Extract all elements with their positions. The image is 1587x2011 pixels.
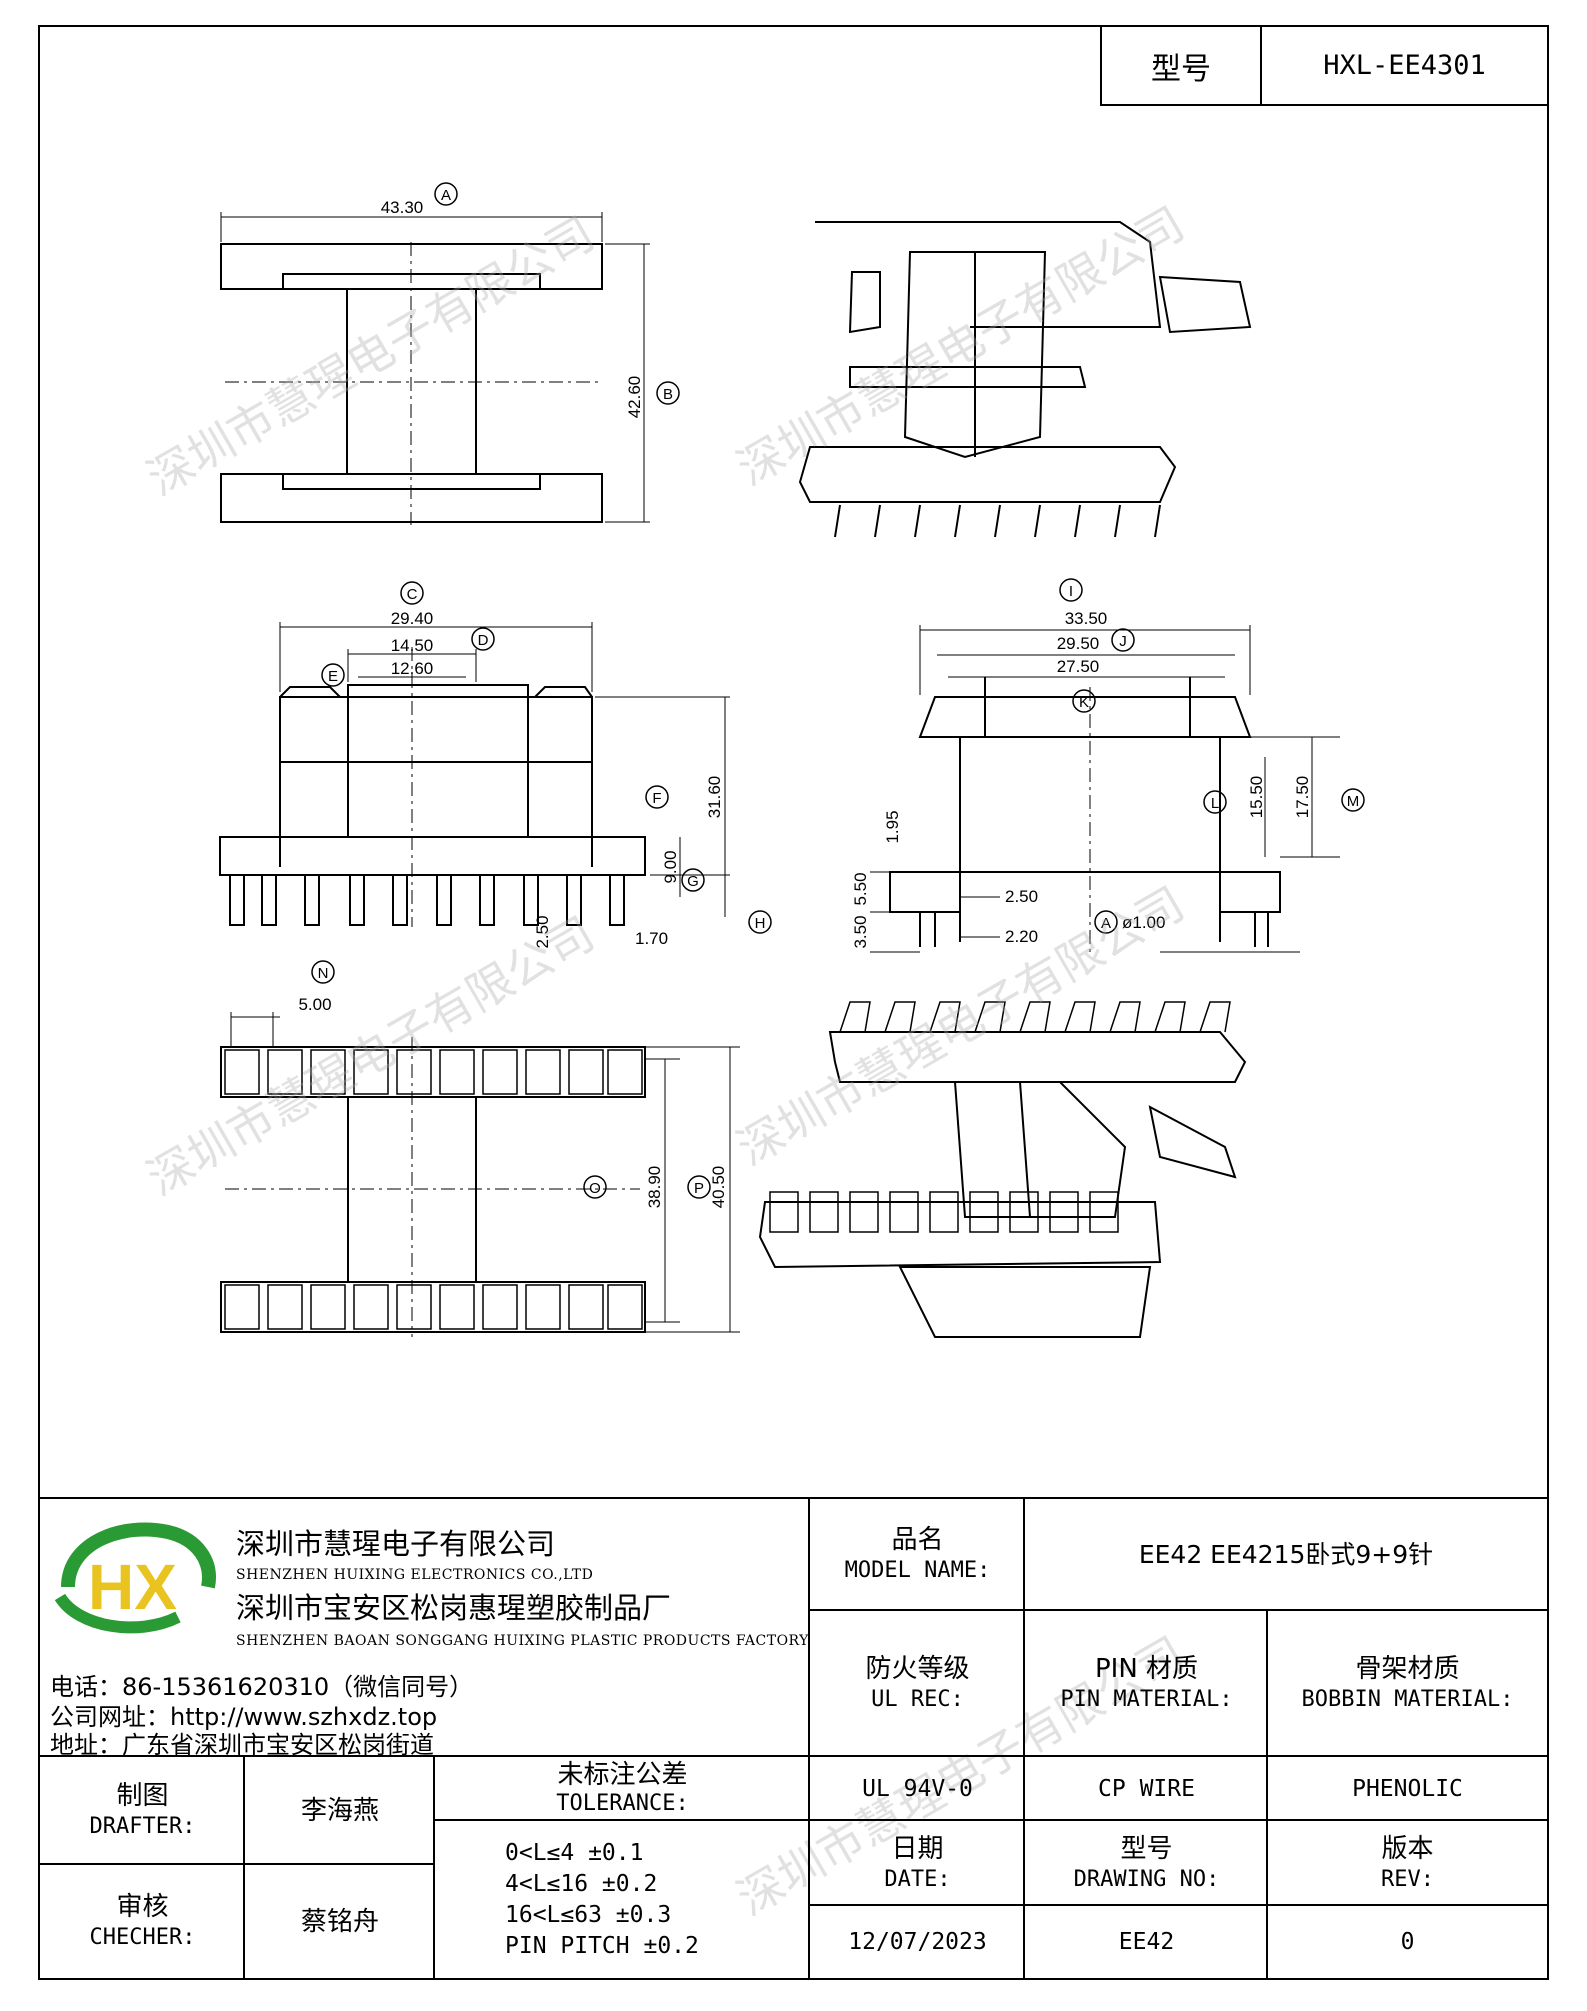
dim-A: 43.30 [381,198,424,217]
ul-rec-label: 防火等级 UL REC: [808,1609,1025,1757]
checker-label: 审核 CHECHER: [40,1863,245,1978]
drafter-name: 李海燕 [243,1755,435,1865]
iso-top-pins [834,504,1161,538]
dim-G: 9.00 [661,850,680,883]
title-block: HX 深圳市慧瑆电子有限公司 SHENZHEN HUIXING ELECTRON… [40,1497,1547,1978]
marker-F: F [652,790,661,807]
dim-d3: 3.50 [851,915,870,948]
bobbin-material-value: PHENOLIC [1266,1755,1547,1821]
dim-J: 29.50 [1057,634,1100,653]
drawing-no-value: EE42 [1023,1904,1268,1978]
tolerance-row: 16<L≤63 ±0.3 [505,1901,672,1928]
side-view [870,625,1340,953]
dim-N: 5.00 [298,995,331,1014]
marker-G: G [687,873,699,890]
company-phone: 电话：86-15361620310（微信同号） [50,1673,474,1701]
dim-O: 38.90 [645,1166,664,1209]
dim-d5: 2.20 [1005,927,1038,946]
marker-dia: A [1101,915,1111,932]
company-name-en: SHENZHEN HUIXING ELECTRONICS CO.,LTD [236,1567,594,1583]
model-name-label: 品名 MODEL NAME: [808,1499,1025,1611]
marker-A: A [441,187,451,204]
dim-K: 27.50 [1057,657,1100,676]
tolerance-label: 未标注公差 TOLERANCE: [433,1755,810,1821]
marker-D: D [478,632,489,649]
marker-H: H [755,915,766,932]
top-view [220,212,650,525]
marker-M: M [1347,793,1360,810]
dim-B: 42.60 [625,376,644,419]
dim-F: 31.60 [705,776,724,819]
company-name-cn: 深圳市慧瑆电子有限公司 [236,1527,556,1561]
bottom-pin-slots [224,1049,643,1330]
company-logo: HX [54,1522,216,1634]
marker-L: L [1211,795,1219,812]
date-value: 12/07/2023 [808,1904,1025,1978]
company-website: 公司网址：http://www.szhxdz.top [50,1703,438,1731]
model-header-label: 型号 [1102,27,1262,104]
iso-view-top [798,221,1252,503]
dim-I: 33.50 [1065,609,1108,628]
marker-B: B [663,386,673,403]
checker-name: 蔡铭舟 [243,1863,435,1978]
pin-material-label: PIN 材质 PIN MATERIAL: [1023,1609,1268,1757]
marker-E: E [328,668,338,685]
marker-I: I [1069,583,1073,600]
marker-P: P [694,1180,704,1197]
company-address: 地址：广东省深圳市宝安区松岗街道 [50,1731,434,1759]
dim-M: 17.50 [1293,776,1312,819]
marker-J: J [1119,633,1127,650]
logo-text: HX [88,1551,177,1623]
date-label: 日期 DATE: [808,1819,1025,1906]
ul-rec-value: UL 94V-0 [808,1755,1025,1821]
tolerance-row: PIN PITCH ±0.2 [505,1932,699,1959]
bobbin-material-label: 骨架材质 BOBBIN MATERIAL: [1266,1609,1547,1757]
model-header-value: HXL-EE4301 [1323,50,1486,81]
model-name-value: EE42 EE4215卧式9+9针 [1023,1499,1547,1611]
title-block-divider [40,1497,1547,1499]
marker-N: N [318,965,329,982]
dim-E: 12.60 [391,659,434,678]
dim-pin-w: 1.70 [635,929,668,948]
dim-dia: ø1.00 [1122,913,1165,932]
factory-name-en: SHENZHEN BAOAN SONGGANG HUIXING PLASTIC … [236,1633,809,1649]
dim-D: 14.50 [391,636,434,655]
iso-bottom-pins [769,1001,1231,1233]
front-pins [229,874,625,926]
dim-d4: 2.50 [1005,887,1038,906]
dim-d2: 5.50 [851,872,870,905]
marker-C: C [407,586,418,603]
drawing-no-label: 型号 DRAWING NO: [1023,1819,1268,1906]
drawing-sheet: 型号 HXL-EE4301 [38,25,1549,1980]
pin-material-value: CP WIRE [1023,1755,1268,1821]
marker-O: O [589,1180,601,1197]
tolerance-list: 0<L≤4 ±0.1 4<L≤16 ±0.2 16<L≤63 ±0.3 PIN … [433,1819,810,1978]
rev-label: 版本 REV: [1266,1819,1547,1906]
tolerance-row: 4<L≤16 ±0.2 [505,1870,658,1897]
front-view [219,622,730,927]
dim-d1: 1.95 [883,810,902,843]
drafter-label: 制图 DRAFTER: [40,1755,245,1865]
technical-drawing: A B C D E F G I J K L M H A N O P 43.30 … [219,182,1365,1338]
factory-name-cn: 深圳市宝安区松岗惠瑆塑胶制品厂 [236,1591,672,1625]
bottom-view [220,1012,740,1337]
iso-view-bottom [758,1031,1247,1338]
marker-K: K [1079,694,1089,711]
company-info: HX 深圳市慧瑆电子有限公司 SHENZHEN HUIXING ELECTRON… [40,1499,810,1759]
dim-pin-len: 2.50 [533,915,552,948]
rev-value: 0 [1266,1904,1547,1978]
dim-C: 29.40 [391,609,434,628]
dim-P: 40.50 [709,1166,728,1209]
dim-L: 15.50 [1247,776,1266,819]
model-header-box: 型号 HXL-EE4301 [1100,27,1547,106]
tolerance-row: 0<L≤4 ±0.1 [505,1839,644,1866]
